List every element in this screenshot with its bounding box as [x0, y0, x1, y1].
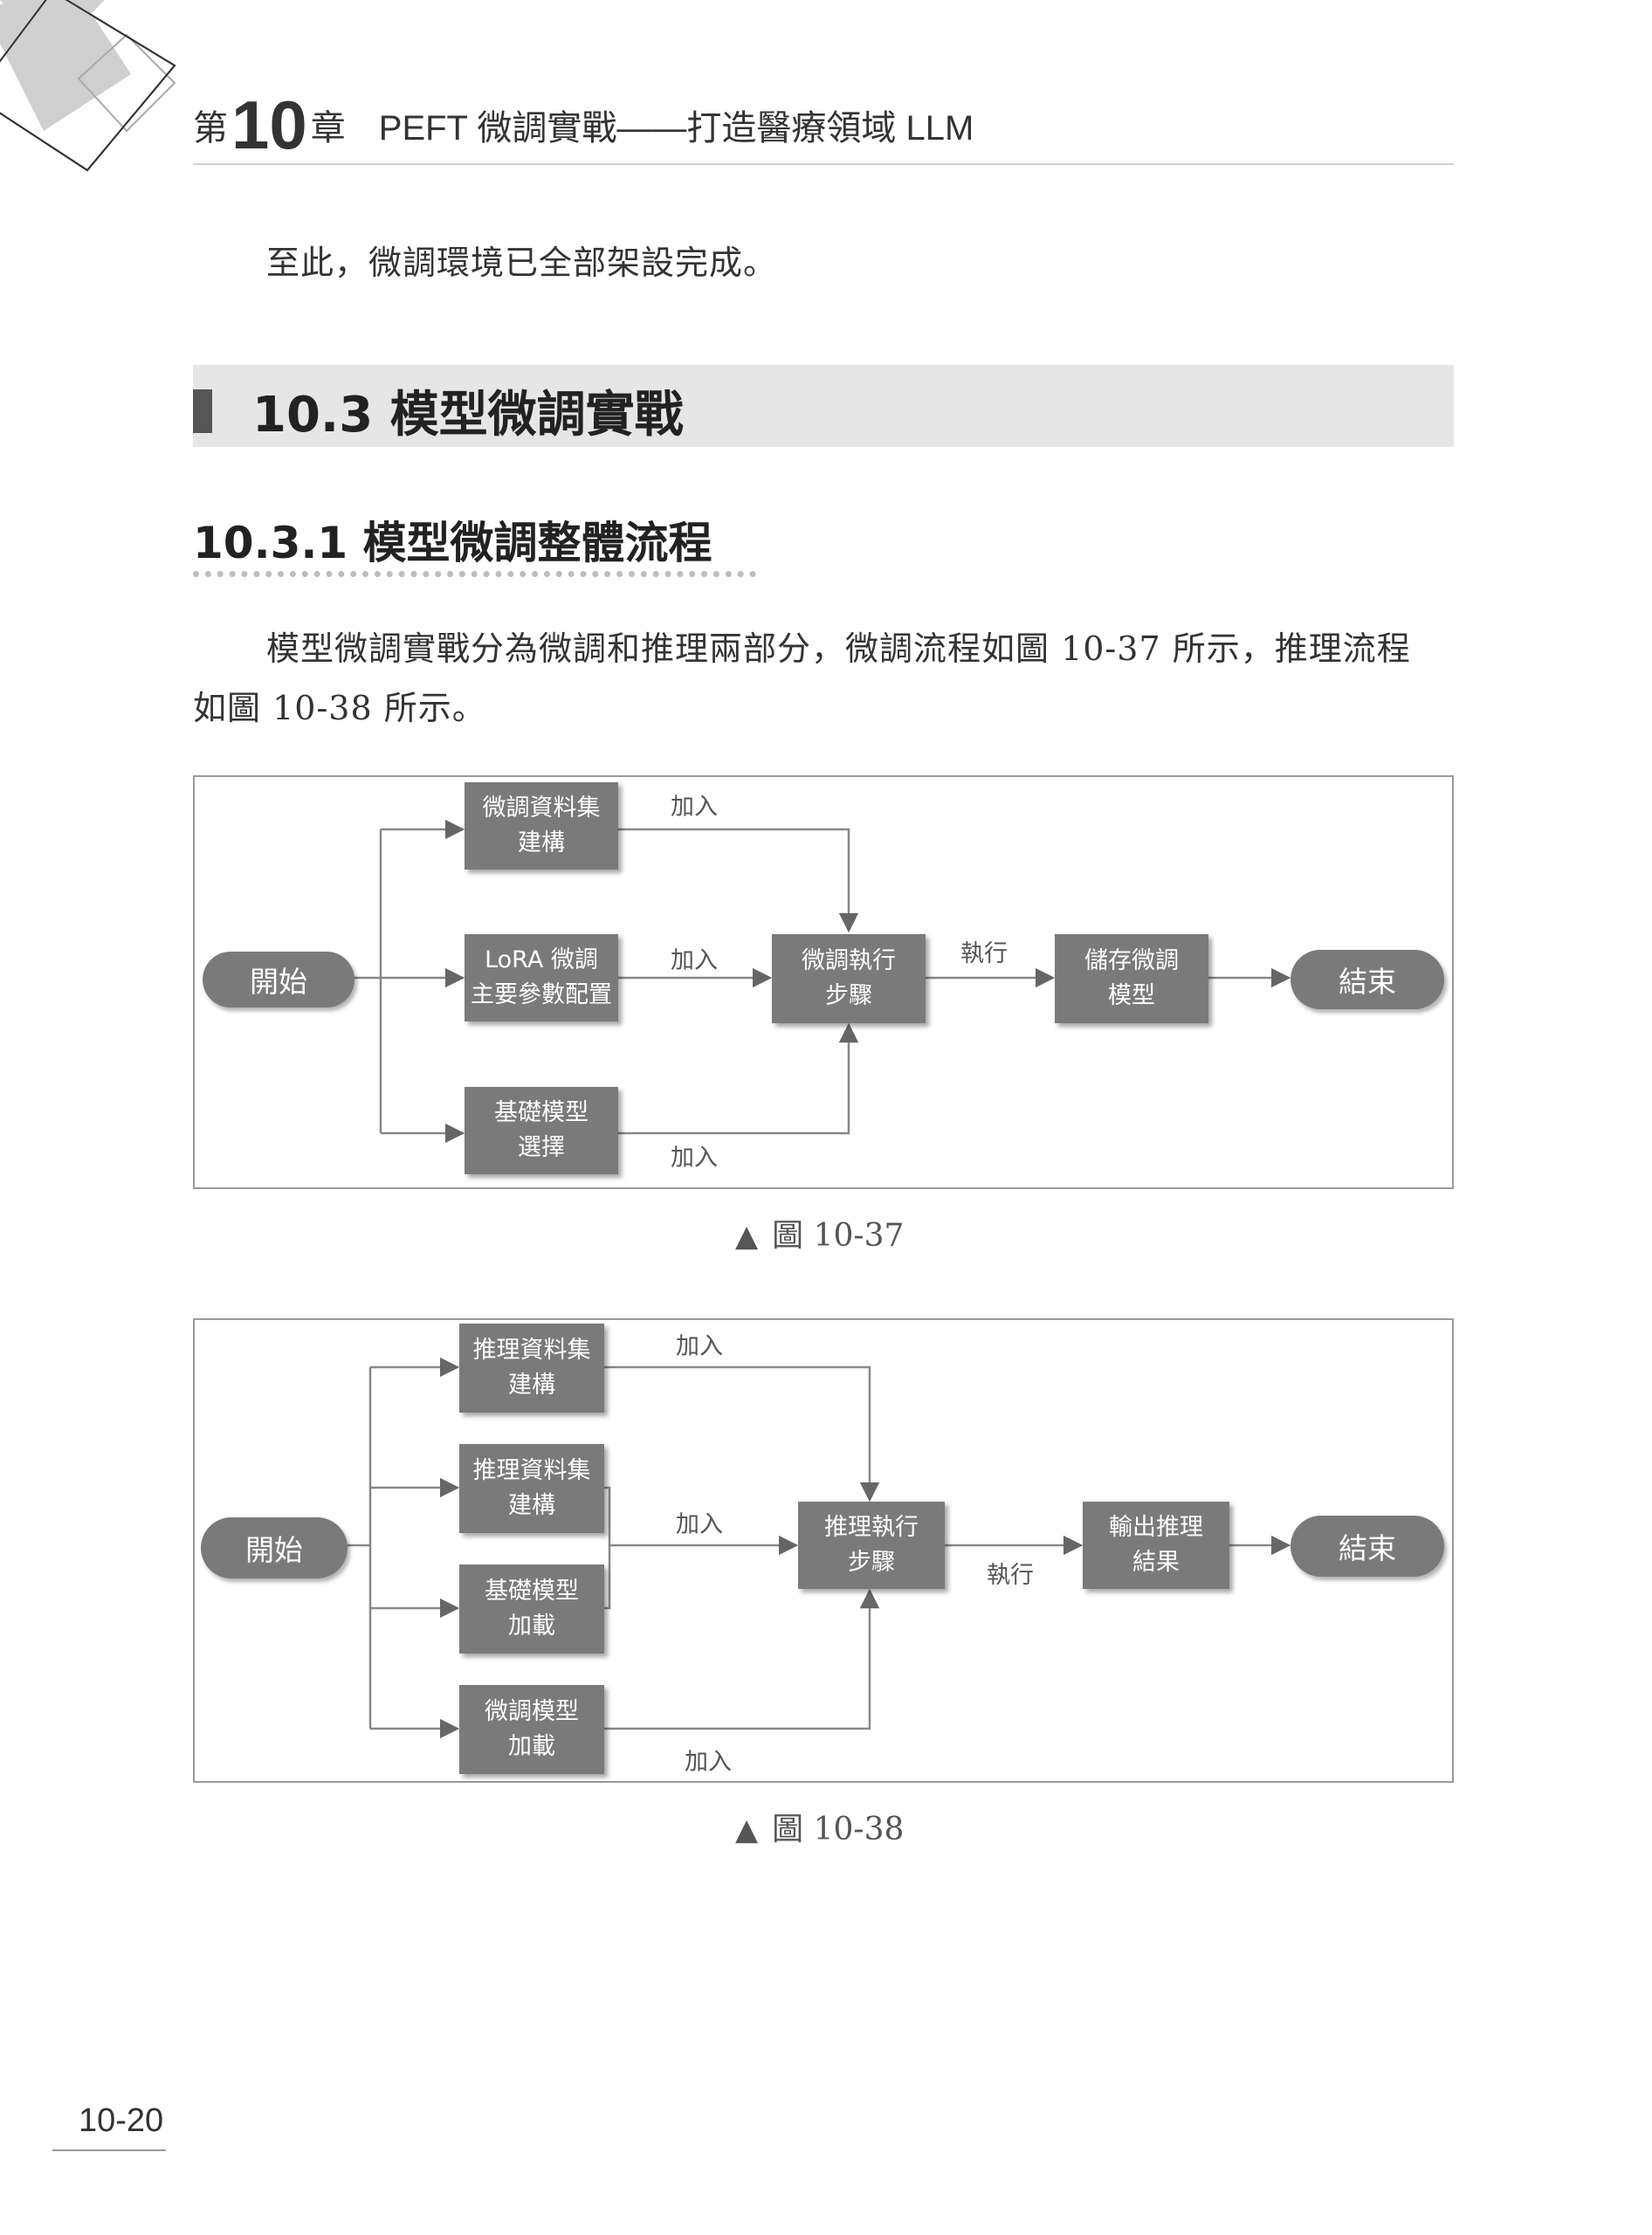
section-heading-band: 10.3 模型微調實戰	[193, 365, 1454, 447]
page-number: 10-20	[79, 2102, 164, 2139]
fig1-save-line1: 儲存微調	[1084, 947, 1179, 974]
section-title: 10.3 模型微調實戰	[252, 387, 684, 444]
caption-triangle-icon: ▲	[735, 1219, 759, 1254]
fig1-dataset-box: 微調資料集 建構	[465, 782, 618, 870]
subsection-title: 10.3.1 模型微調整體流程	[193, 518, 712, 568]
fig1-end-node: 結束	[1291, 950, 1444, 1009]
fig1-exec-line2: 步驟	[825, 982, 872, 1009]
fig2-output-line2: 結果	[1132, 1549, 1180, 1576]
fig2-dataset2-line2: 建構	[508, 1492, 555, 1519]
fig1-base-line2: 選擇	[518, 1134, 565, 1161]
fig1-base-model-box: 基礎模型 選擇	[465, 1087, 618, 1174]
chapter-number: 10	[231, 86, 307, 163]
fig1-dataset-line1: 微調資料集	[482, 794, 601, 822]
fig2-finetuned-model-box: 微調模型 加載	[459, 1685, 604, 1774]
fig2-dataset-box-1: 推理資料集 建構	[459, 1324, 604, 1413]
fig2-dataset1-line2: 建構	[508, 1372, 555, 1399]
fig1-label-add-bottom: 加入	[671, 1145, 718, 1172]
fig2-base-line2: 加載	[508, 1613, 555, 1640]
figure-10-37-caption-text: 圖 10-37	[772, 1218, 905, 1254]
caption-triangle-icon: ▲	[735, 1812, 759, 1847]
fig1-label-add-mid: 加入	[671, 947, 718, 974]
fig2-base-model-box: 基礎模型 加載	[459, 1564, 604, 1654]
fig1-lora-line1: LoRA 微調	[485, 946, 598, 973]
fig2-exec-line1: 推理執行	[824, 1514, 919, 1541]
fig1-start-node: 開始	[203, 952, 354, 1007]
intro-paragraph: 至此，微調環境已全部架設完成。	[266, 244, 778, 282]
chapter-title: PEFT 微調實戰——打造醫療領域 LLM	[378, 109, 974, 148]
fig2-dataset-box-2: 推理資料集 建構	[459, 1444, 604, 1533]
fig2-output-line1: 輸出推理	[1109, 1514, 1203, 1541]
fig1-label-add-top: 加入	[671, 794, 718, 821]
fig2-start-node: 開始	[201, 1517, 348, 1578]
chapter-prefix: 第	[193, 108, 228, 148]
fig1-dataset-line2: 建構	[518, 829, 565, 856]
chapter-suffix: 章	[310, 108, 346, 148]
fig2-label-add-bottom: 加入	[685, 1749, 732, 1776]
fig2-label-add-top: 加入	[676, 1333, 723, 1360]
fig1-lora-box: LoRA 微調 主要參數配置	[465, 934, 618, 1021]
fig1-save-box: 儲存微調 模型	[1055, 934, 1208, 1023]
figure-10-38-caption: ▲ 圖 10-38	[735, 1804, 904, 1849]
fig2-dataset1-line1: 推理資料集	[472, 1337, 591, 1364]
fig2-label-add-mid: 加入	[676, 1511, 723, 1538]
fig1-exec-line1: 微調執行	[802, 947, 896, 974]
fig2-output-box: 輸出推理 結果	[1083, 1502, 1229, 1589]
fig2-label-run: 執行	[987, 1562, 1034, 1589]
subsection-dotted-underline	[193, 571, 756, 577]
corner-diamond-decoration	[0, 0, 176, 172]
figure-10-37-caption: ▲ 圖 10-37	[735, 1210, 904, 1255]
section-marker-bar	[193, 389, 212, 433]
fig1-lora-line2: 主要參數配置	[471, 981, 612, 1008]
fig1-base-line1: 基礎模型	[494, 1099, 589, 1126]
fig2-exec-box: 推理執行 步驟	[798, 1502, 945, 1589]
fig2-finetuned-line2: 加載	[508, 1733, 555, 1760]
fig1-exec-box: 微調執行 步驟	[772, 934, 926, 1023]
fig2-dataset2-line1: 推理資料集	[472, 1457, 591, 1484]
fig2-exec-line2: 步驟	[848, 1549, 895, 1576]
body-paragraph-line1: 模型微調實戰分為微調和推理兩部分，微調流程如圖 10-37 所示，推理流程	[266, 629, 1411, 668]
fig2-end-node: 結束	[1291, 1516, 1444, 1577]
fig2-finetuned-line1: 微調模型	[485, 1698, 579, 1725]
body-paragraph-line2: 如圖 10-38 所示。	[193, 689, 486, 727]
fig1-label-run: 執行	[960, 940, 1008, 967]
figure-10-38-caption-text: 圖 10-38	[772, 1812, 905, 1847]
page-number-rule	[52, 2149, 166, 2151]
fig1-save-line2: 模型	[1108, 982, 1155, 1009]
header-rule	[193, 163, 1454, 165]
chapter-header: 第 10 章 PEFT 微調實戰——打造醫療領域 LLM	[193, 89, 974, 159]
fig2-base-line1: 基礎模型	[485, 1578, 579, 1605]
